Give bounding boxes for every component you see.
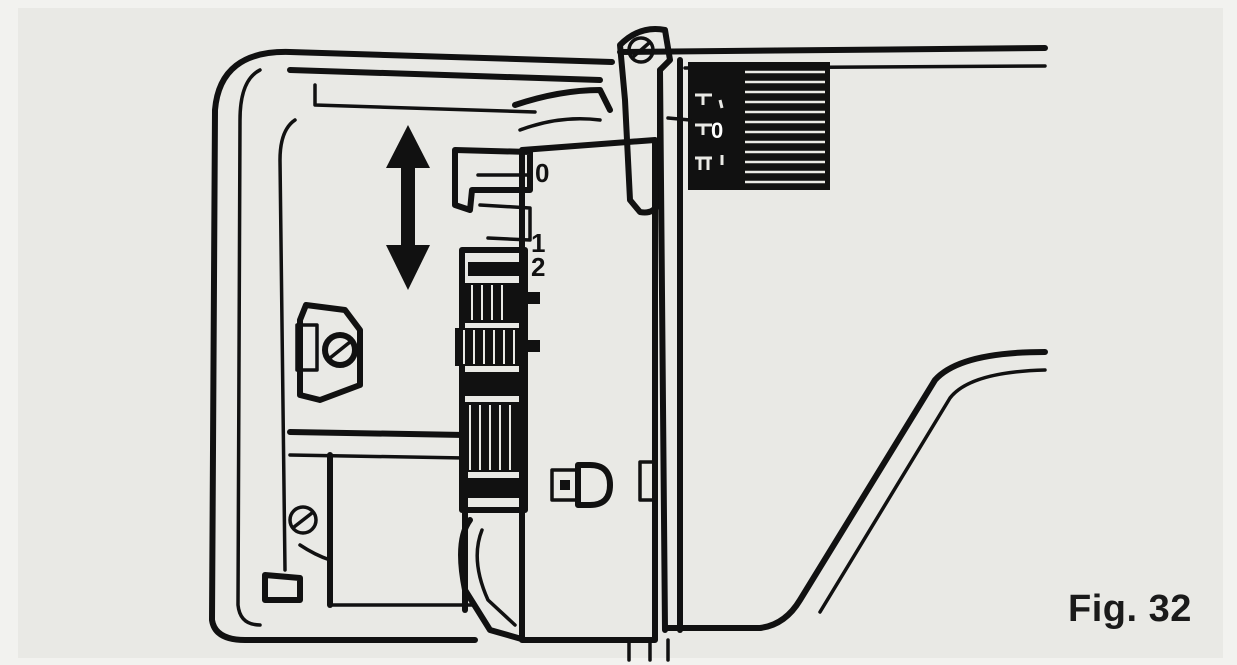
take-up-lever [617, 26, 683, 633]
dial-mark-0: 0 [711, 118, 723, 143]
face-cover [209, 48, 615, 643]
lamp-symbol-icon [550, 462, 613, 508]
figure-panel [18, 8, 1223, 658]
double-headed-vertical-arrow-icon [386, 125, 430, 290]
figure-caption: Fig. 32 [1068, 588, 1192, 630]
screw-head-icon [288, 505, 318, 535]
selector-knob [455, 247, 540, 513]
needle-lines [627, 638, 670, 662]
front-plate [458, 137, 658, 643]
scale-mark-1: 1 [531, 228, 545, 258]
scale-mark-2: 2 [531, 252, 545, 282]
scale-mark-0: 0 [535, 158, 549, 188]
thread-guide-clip [295, 302, 363, 403]
tension-dial: 0 [666, 62, 830, 190]
